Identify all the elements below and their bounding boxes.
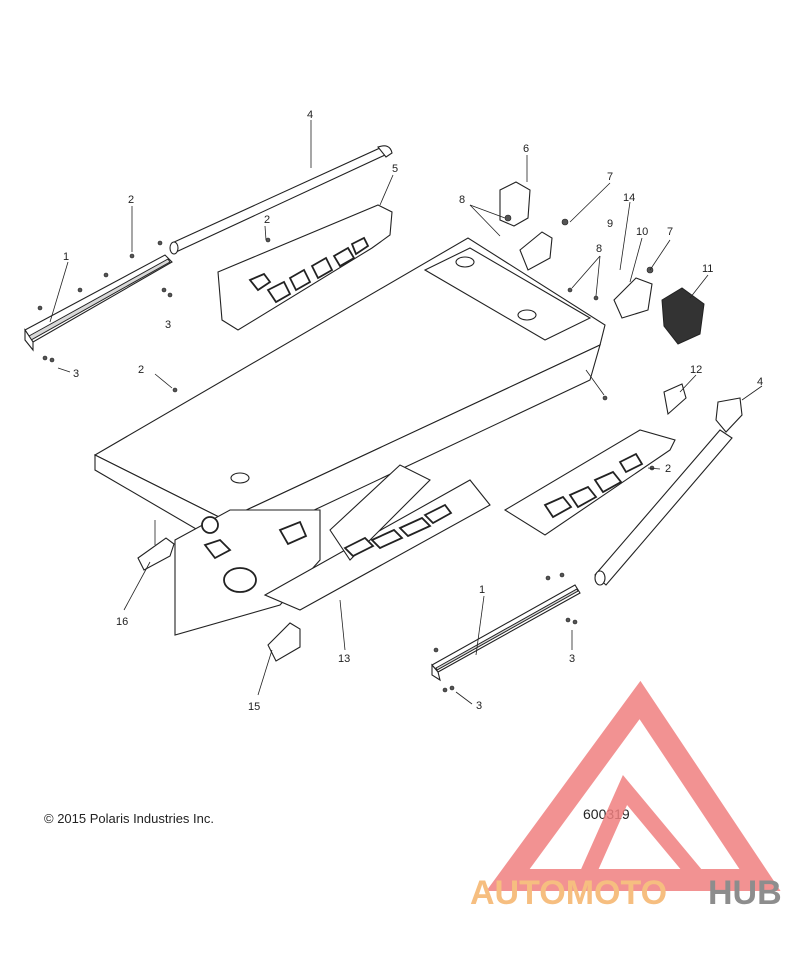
callout-3-lower-right: 3: [569, 653, 575, 665]
callout-12: 12: [690, 364, 702, 376]
callout-2-right: 2: [665, 463, 671, 475]
callout-5: 5: [392, 163, 398, 175]
footrest-panel-right: [503, 429, 676, 536]
tunnel-assembly: [93, 237, 606, 636]
bracket-12: [663, 383, 687, 416]
callout-2-footrest: 2: [264, 214, 270, 226]
leader-lines: [49, 120, 763, 705]
callout-3-upper-left: 3: [73, 368, 79, 380]
callout-3-lower-left: 3: [476, 700, 482, 712]
bracket-6: [499, 181, 531, 227]
callout-4-lower: 4: [757, 376, 763, 388]
footrest-panel-upper: [217, 204, 393, 331]
callout-2-tunnel: 2: [138, 364, 144, 376]
brand-hub: HUB: [708, 874, 782, 912]
callout-14: 14: [623, 192, 635, 204]
callout-6: 6: [523, 143, 529, 155]
callout-9: 9: [607, 218, 613, 230]
callout-10: 10: [636, 226, 648, 238]
callout-15: 15: [248, 701, 260, 713]
callout-16: 16: [116, 616, 128, 628]
callout-4-upper: 4: [307, 109, 313, 121]
running-board-rail-left: [24, 254, 173, 352]
bracket-10: [613, 277, 653, 319]
callout-11: 11: [702, 263, 713, 275]
automotohub-watermark: AUTOMOTO HUB: [470, 680, 782, 912]
callout-8-right: 8: [596, 243, 602, 255]
callout-3-upper-right: 3: [165, 319, 171, 331]
callout-2-upper-left: 2: [128, 194, 134, 206]
tube-rail-upper: [169, 145, 393, 255]
running-board-rail-right: [431, 584, 581, 682]
plate-9: [519, 231, 553, 271]
callout-7-right: 7: [667, 226, 673, 238]
callout-labels: 4 2 1 3 3 2 5 6 7 8 9 8 14 10 7 11 2 12 …: [63, 109, 763, 713]
copyright-notice: © 2015 Polaris Industries Inc.: [44, 811, 214, 826]
shock-mount-11: [661, 287, 705, 345]
callout-8-left: 8: [459, 194, 465, 206]
bracket-16: [137, 537, 175, 571]
bracket-15: [267, 622, 301, 662]
tube-rail-lower: [594, 397, 743, 586]
callout-1-lower: 1: [479, 584, 485, 596]
callout-1-upper: 1: [63, 251, 69, 263]
brand-automoto: AUTOMOTO: [470, 874, 667, 912]
callout-7-left: 7: [607, 171, 613, 183]
callout-13: 13: [338, 653, 350, 665]
